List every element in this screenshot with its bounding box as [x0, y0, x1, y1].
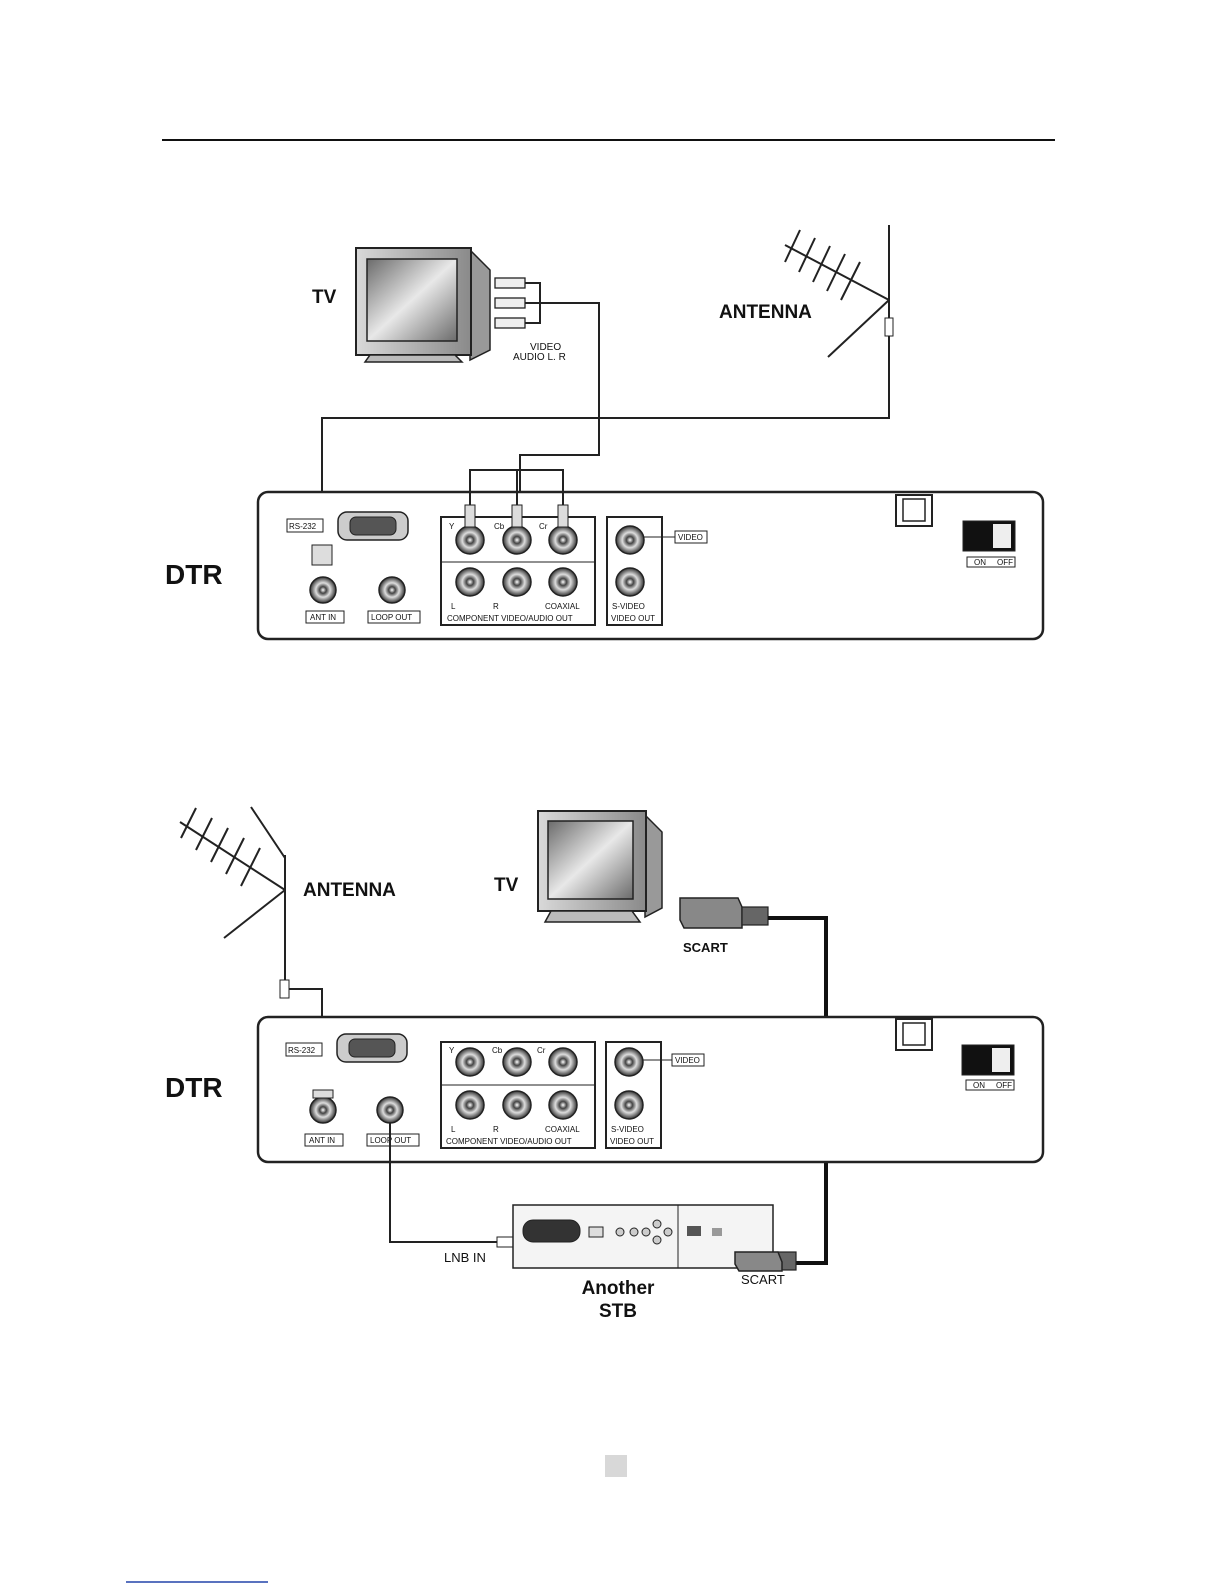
power-switch[interactable]	[962, 1045, 1014, 1075]
tv-label: TV	[312, 287, 337, 308]
rca-plugs	[495, 278, 525, 328]
cb-port[interactable]	[503, 526, 531, 554]
audio-r-port[interactable]	[503, 1091, 531, 1119]
video-port[interactable]	[616, 526, 644, 554]
dtr-label: DTR	[165, 559, 223, 590]
audio-r-port[interactable]	[503, 568, 531, 596]
on-label: ON	[974, 558, 986, 567]
scart-bottom-label: SCART	[741, 1272, 785, 1287]
y-port[interactable]	[456, 526, 484, 554]
tv-set	[538, 811, 662, 922]
diagram-1: TV VIDEO AUDIO L. R ANTENNA DTR	[165, 225, 1043, 639]
l-label: L	[451, 602, 456, 611]
y-label: Y	[449, 522, 455, 531]
ant-in-port[interactable]	[310, 1097, 336, 1123]
svideo-port[interactable]	[615, 1091, 643, 1119]
audio-l-port[interactable]	[456, 1091, 484, 1119]
off-label: OFF	[997, 558, 1013, 567]
power-switch[interactable]	[963, 521, 1015, 551]
scart-plug-top	[680, 898, 768, 928]
antenna	[180, 807, 289, 998]
scart-plug-bottom	[735, 1252, 796, 1271]
loop-out-port[interactable]	[379, 577, 405, 603]
video-port[interactable]	[615, 1048, 643, 1076]
svideo-port[interactable]	[616, 568, 644, 596]
lnb-in-label: LNB IN	[444, 1250, 486, 1265]
rs232-label: RS-232	[289, 522, 317, 531]
coaxial-port[interactable]	[549, 1091, 577, 1119]
dtr-label: DTR	[165, 1072, 223, 1103]
power-inlet	[896, 1019, 932, 1050]
cb-port[interactable]	[503, 1048, 531, 1076]
audio-l-port[interactable]	[456, 568, 484, 596]
tv-label: TV	[494, 875, 519, 896]
loop-out-port[interactable]	[377, 1097, 403, 1123]
rs232-label: RS-232	[288, 1046, 316, 1055]
cr-label: Cr	[537, 1046, 546, 1055]
cr-port[interactable]	[549, 1048, 577, 1076]
coaxial-label: COAXIAL	[545, 1125, 580, 1134]
y-port[interactable]	[456, 1048, 484, 1076]
on-label: ON	[973, 1081, 985, 1090]
y-label: Y	[449, 1046, 455, 1055]
svideo-label: S-VIDEO	[612, 602, 645, 611]
cb-label: Cb	[492, 1046, 503, 1055]
page-number-box	[605, 1455, 627, 1477]
loop-out-label: LOOP OUT	[371, 613, 412, 622]
video-out-label: VIDEO OUT	[611, 614, 655, 623]
coaxial-port[interactable]	[549, 568, 577, 596]
component-label: COMPONENT VIDEO/AUDIO OUT	[447, 614, 573, 623]
tv-port-audio: AUDIO L. R	[513, 352, 566, 363]
ant-in-label: ANT IN	[310, 613, 336, 622]
cr-port[interactable]	[549, 526, 577, 554]
antenna-label: ANTENNA	[719, 302, 812, 323]
tv-av-bundle	[520, 283, 599, 505]
another-stb	[513, 1205, 773, 1268]
component-label: COMPONENT VIDEO/AUDIO OUT	[446, 1137, 572, 1146]
cb-label: Cb	[494, 522, 505, 531]
r-label: R	[493, 1125, 499, 1134]
off-label: OFF	[996, 1081, 1012, 1090]
tv-set	[356, 248, 490, 362]
rs232-port[interactable]	[338, 512, 408, 540]
video-label: VIDEO	[678, 533, 703, 542]
l-label: L	[451, 1125, 456, 1134]
r-label: R	[493, 602, 499, 611]
diagram-2: ANTENNA TV SCART DTR RS-232 ANT IN	[165, 807, 1043, 1322]
rs232-port[interactable]	[337, 1034, 407, 1062]
svideo-label: S-VIDEO	[611, 1125, 644, 1134]
video-out-label: VIDEO OUT	[610, 1137, 654, 1146]
stb-label-line2: STB	[599, 1301, 637, 1322]
cr-label: Cr	[539, 522, 548, 531]
video-label: VIDEO	[675, 1056, 700, 1065]
stb-label-line1: Another	[582, 1278, 655, 1299]
power-inlet	[896, 495, 932, 526]
ant-in-port[interactable]	[310, 577, 336, 603]
coaxial-label: COAXIAL	[545, 602, 580, 611]
ant-in-label: ANT IN	[309, 1136, 335, 1145]
antenna-label: ANTENNA	[303, 880, 396, 901]
scart-top-label: SCART	[683, 940, 728, 955]
